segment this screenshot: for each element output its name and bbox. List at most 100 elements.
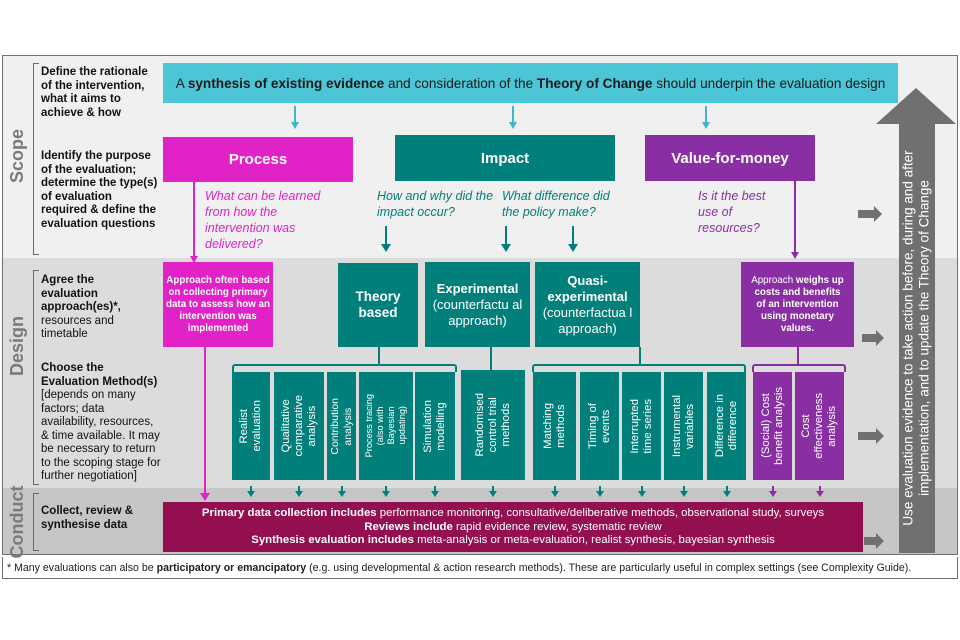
arrowhead-icon xyxy=(509,122,517,129)
experimental-subtitle: (counterfactu al approach) xyxy=(432,296,523,328)
method-to-conduct-arrow xyxy=(771,486,774,492)
quasi-experimental-box: Quasi-experimental (counterfactua l appr… xyxy=(535,262,640,347)
vfm-methods-bracket xyxy=(752,364,846,372)
evidence-banner: A synthesis of existing evidence and con… xyxy=(163,63,898,103)
process-approach-box: Approach often based on collecting prima… xyxy=(163,262,273,347)
arrowhead-icon xyxy=(874,206,882,222)
feedback-arrow-text: Use evaluation evidence to take action b… xyxy=(901,150,932,526)
theory-methods-bracket xyxy=(232,364,457,372)
conduct-line-primary: Primary data collection includes perform… xyxy=(201,507,825,519)
arrowhead-icon xyxy=(702,122,710,129)
process-question: What can be learned from how the interve… xyxy=(205,189,321,251)
arrowhead-icon xyxy=(381,244,391,252)
method-to-conduct-arrow xyxy=(598,486,601,492)
impact-arrow-experimental xyxy=(505,226,507,246)
impact-question-how: How and why did the impact occur? xyxy=(377,189,494,219)
arrowhead-icon xyxy=(501,244,511,252)
banner-arrow-impact xyxy=(512,106,514,124)
arrowhead-icon xyxy=(637,491,646,497)
arrowhead-icon xyxy=(876,428,884,444)
banner-arrow-process xyxy=(294,106,296,124)
stage-label-conduct: Conduct xyxy=(7,485,27,559)
conduct-text: Collect, review & synthesise data xyxy=(41,505,134,531)
arrowhead-icon xyxy=(291,122,299,129)
arrowhead-icon xyxy=(247,491,255,497)
arrowhead-icon xyxy=(190,256,198,263)
quasi-methods-bracket xyxy=(532,364,746,372)
method-instrumental-variables: Instrumental variables xyxy=(664,372,703,480)
arrowhead-icon xyxy=(337,491,346,497)
method-realist-evaluation: Realist evaluation xyxy=(232,372,270,480)
arrowhead-icon xyxy=(722,491,731,497)
arrowhead-icon xyxy=(791,252,799,259)
vfm-question: Is it the best use of resources? xyxy=(698,189,766,235)
method-process-tracing: Process tracing (also with Bayesian upda… xyxy=(359,372,413,480)
quasi-title: Quasi-experimental xyxy=(547,272,628,304)
arrowhead-icon xyxy=(768,491,777,497)
arrowhead-icon xyxy=(876,330,884,346)
method-to-conduct-arrow xyxy=(682,486,685,492)
method-interrupted-time-series: Interrupted time series xyxy=(622,372,661,480)
method-to-conduct-arrow xyxy=(434,486,436,492)
feedback-arrow: Use evaluation evidence to take action b… xyxy=(899,123,935,553)
stage-label-design: Design xyxy=(7,315,27,376)
arrowhead-icon xyxy=(550,491,559,497)
scope-text-purpose: Identify the purpose of the evaluation; … xyxy=(41,150,158,230)
design-text-methods: Choose the Evaluation Method(s) [depends… xyxy=(41,362,161,482)
right-arrow-scope xyxy=(858,210,874,218)
quasi-subtitle: (counterfactua l approach) xyxy=(542,304,633,336)
experimental-connector xyxy=(490,347,492,372)
method-timing-of-events: Timing of events xyxy=(580,372,619,480)
conduct-box: Primary data collection includes perform… xyxy=(163,502,863,552)
arrowhead-icon xyxy=(431,491,439,497)
conduct-line-reviews: Reviews include rapid evidence review, s… xyxy=(364,520,662,533)
arrowhead-icon xyxy=(568,244,578,252)
theory-connector xyxy=(378,347,380,365)
vfm-arrow xyxy=(794,181,796,253)
arrowhead-icon xyxy=(200,493,210,501)
stage-label-scope: Scope xyxy=(7,128,27,184)
method-contribution-analysis: Contribution analysis xyxy=(327,372,356,480)
conduct-bracket xyxy=(33,493,39,551)
method-cost-effectiveness-analysis: Cost effectiveness analysis xyxy=(795,372,844,480)
design-text-approach: Agree the evaluation approach(es)*, reso… xyxy=(41,274,121,340)
method-to-conduct-arrow xyxy=(725,486,728,492)
impact-arrow-quasi xyxy=(572,226,574,246)
theory-based-box: Theory based xyxy=(338,263,418,347)
experimental-title: Experimental xyxy=(436,280,519,296)
right-arrow-design-approach xyxy=(862,334,876,342)
arrowhead-icon xyxy=(295,491,303,497)
scope-text-rationale: Define the rationale of the intervention… xyxy=(41,66,148,119)
method-to-conduct-arrow xyxy=(385,486,387,492)
right-arrow-design-methods xyxy=(858,432,876,440)
method-to-conduct-arrow xyxy=(553,486,556,492)
feedback-arrow-head xyxy=(876,88,956,124)
method-qualitative-comparative-analysis: Qualitative comparative analysis xyxy=(274,372,324,480)
vfm-connector xyxy=(797,347,799,365)
arrowhead-icon xyxy=(489,491,497,497)
scope-bracket xyxy=(33,63,39,255)
method-to-conduct-arrow xyxy=(818,486,821,492)
arrowhead-icon xyxy=(876,533,884,549)
method-to-conduct-arrow xyxy=(492,486,494,492)
quasi-connector xyxy=(639,347,641,365)
method-to-conduct-arrow xyxy=(640,486,643,492)
impact-question-difference: What difference did the policy make? xyxy=(502,189,610,219)
method-to-conduct-arrow xyxy=(250,486,252,492)
banner-arrow-vfm xyxy=(705,106,707,124)
method-matching-methods: Matching methods xyxy=(533,372,576,480)
vfm-type-box: Value-for-money xyxy=(645,135,815,181)
process-to-conduct-arrow xyxy=(204,347,206,493)
method-social-cost-benefit-analysis: (Social) Cost benefit analysis xyxy=(753,372,792,480)
method-to-conduct-arrow xyxy=(298,486,300,492)
process-arrow xyxy=(193,182,195,258)
impact-arrow-theory xyxy=(385,226,387,246)
footnote: * Many evaluations can also be participa… xyxy=(2,557,958,579)
right-arrow-conduct xyxy=(864,537,876,545)
diagram-frame xyxy=(2,55,958,555)
design-bracket xyxy=(33,270,39,485)
vfm-approach-box: Approach weighs up costs and benefits of… xyxy=(741,262,854,347)
experimental-box: Experimental (counterfactu al approach) xyxy=(425,262,530,347)
method-simulation-modelling: Simulation modelling xyxy=(415,372,455,480)
arrowhead-icon xyxy=(815,491,824,497)
